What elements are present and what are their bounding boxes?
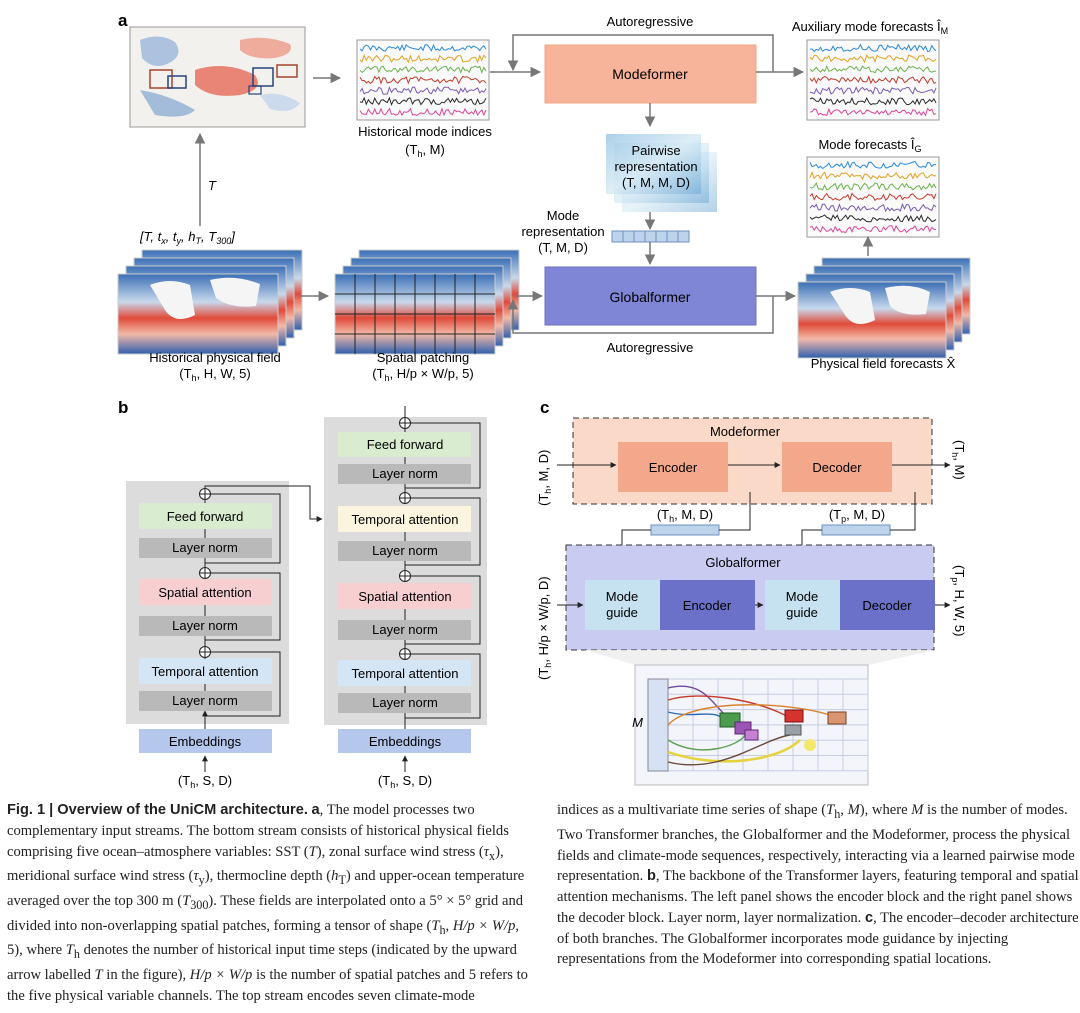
- c-globalformer-label: Globalformer: [705, 555, 781, 570]
- c-gf-output: (Tp, H, W, 5): [950, 565, 967, 636]
- patch-shape: (Th, H/p × W/p, 5): [372, 366, 473, 383]
- variables-label: [T, tx, ty, hT, T300]: [139, 229, 235, 246]
- svg-text:Temporal attention: Temporal attention: [352, 512, 459, 527]
- mode-rep-label-1: Mode: [547, 208, 580, 223]
- phys-forecasts-label: Physical field forecasts X̂: [811, 356, 956, 371]
- decoder-embeddings-label: Embeddings: [369, 734, 442, 749]
- c-mid-left: (Th, M, D): [657, 507, 713, 524]
- mode-rep-label-2: representation: [521, 224, 604, 239]
- historical-mode-indices-plot: [356, 39, 490, 121]
- c-mode-guide-2: [765, 580, 840, 630]
- svg-text:Spatial attention: Spatial attention: [158, 585, 251, 600]
- encoder-to-decoder-arrow: [204, 485, 323, 522]
- mode-representation-bar: [611, 230, 690, 243]
- figure: a Historical mode indices (Th, M) Autore…: [117, 11, 971, 790]
- svg-text:Feed forward: Feed forward: [167, 509, 244, 524]
- c-mode-guide-2-label1: Mode: [786, 589, 819, 604]
- hist-mode-indices-label: Historical mode indices: [358, 124, 492, 139]
- c-gf-decoder-label: Decoder: [862, 598, 912, 613]
- globalformer-block: [544, 266, 757, 326]
- mode-rep-shape: (T, M, D): [538, 240, 588, 255]
- c-mf-encoder: [618, 442, 728, 492]
- physical-field-forecasts-stack: [797, 257, 971, 359]
- c-mode-guide-1-label1: Mode: [606, 589, 639, 604]
- c-mid-right: (Tp, M, D): [829, 507, 885, 524]
- autoregressive-bottom-label: Autoregressive: [607, 340, 694, 355]
- historical-physical-field-stack: [117, 249, 303, 355]
- zoom-wedge: [585, 650, 935, 665]
- c-gf-encoder: [660, 580, 755, 630]
- encoder-layers: Layer norm Temporal attention Layer norm…: [139, 503, 272, 711]
- encoder-embeddings: [139, 729, 272, 753]
- hist-mode-shape: (Th, M): [405, 142, 445, 159]
- modeformer-label: Modeformer: [612, 66, 688, 82]
- decoder-connections: [399, 406, 481, 729]
- c-modeformer-label: Modeformer: [710, 424, 781, 439]
- svg-text:Layer norm: Layer norm: [172, 540, 238, 555]
- hist-field-shape: (Th, H, W, 5): [179, 366, 250, 383]
- c-mode-guide-1: [585, 580, 660, 630]
- svg-text:Temporal attention: Temporal attention: [152, 664, 259, 679]
- decoder-input: (Th, S, D): [378, 773, 432, 790]
- pairwise-label-2: representation: [614, 159, 697, 174]
- svg-text:Layer norm: Layer norm: [372, 695, 438, 710]
- c-gf-decoder: [840, 580, 935, 630]
- c-mid-rep-bars: [650, 524, 891, 536]
- c-mf-input: (Th, M, D): [536, 450, 553, 506]
- c-mf-decoder-label: Decoder: [812, 460, 862, 475]
- hist-field-label: Historical physical field: [149, 350, 281, 365]
- svg-text:Layer norm: Layer norm: [172, 693, 238, 708]
- spatial-patching-stack: [334, 249, 520, 355]
- c-mode-guide-2-label2: guide: [786, 605, 818, 620]
- panel-a-label: a: [118, 11, 128, 30]
- svg-text:Feed forward: Feed forward: [367, 437, 444, 452]
- svg-text:Temporal attention: Temporal attention: [352, 666, 459, 681]
- autoregressive-loop-top: [507, 34, 774, 72]
- aux-forecasts-label: Auxiliary mode forecasts ÎM: [792, 19, 948, 36]
- svg-text:Layer norm: Layer norm: [372, 543, 438, 558]
- aux-mode-forecasts-plot: [806, 39, 940, 121]
- mode-forecasts-plot: [806, 156, 940, 238]
- pairwise-label-1: Pairwise: [631, 143, 680, 158]
- svg-text:Layer norm: Layer norm: [372, 622, 438, 637]
- svg-text:Spatial attention: Spatial attention: [358, 589, 451, 604]
- autoregressive-top-label: Autoregressive: [607, 14, 694, 29]
- panel-b-label: b: [118, 398, 128, 417]
- climate-mode-map: [129, 26, 306, 128]
- c-gf-input: (Th, H/p × W/p, D): [536, 576, 553, 680]
- pairwise-shape: (T, M, M, D): [622, 175, 690, 190]
- mode-forecasts-label: Mode forecasts ÎG: [818, 137, 921, 154]
- svg-text:Layer norm: Layer norm: [372, 466, 438, 481]
- pairwise-representation-stack: [606, 134, 717, 212]
- mode-guide-detail: M: [632, 664, 869, 786]
- panel-c-label: c: [540, 398, 549, 417]
- encoder-embeddings-label: Embeddings: [169, 734, 242, 749]
- c-gf-encoder-label: Encoder: [683, 598, 732, 613]
- spatial-patching-label: Spatial patching: [377, 350, 470, 365]
- m-label: M: [632, 715, 643, 730]
- c-mf-encoder-label: Encoder: [649, 460, 698, 475]
- decoder-embeddings: [338, 729, 471, 753]
- t-arrow-label: T: [208, 178, 217, 193]
- encoder-connections: [199, 488, 281, 717]
- modeformer-block: [544, 44, 757, 104]
- caption-left: Fig. 1 | Overview of the UniCM architect…: [7, 802, 528, 1004]
- encoder-input: (Th, S, D): [178, 773, 232, 790]
- c-mode-guide-1-label2: guide: [606, 605, 638, 620]
- svg-text:Layer norm: Layer norm: [172, 618, 238, 633]
- caption-right: indices as a multivariate time series of…: [557, 802, 1079, 968]
- decoder-layers: Layer norm Temporal attention Layer norm…: [338, 432, 471, 713]
- c-mf-decoder: [782, 442, 892, 492]
- globalformer-label: Globalformer: [610, 289, 691, 305]
- autoregressive-loop-bottom: [507, 296, 774, 334]
- c-mf-output: (Th, M): [950, 440, 967, 480]
